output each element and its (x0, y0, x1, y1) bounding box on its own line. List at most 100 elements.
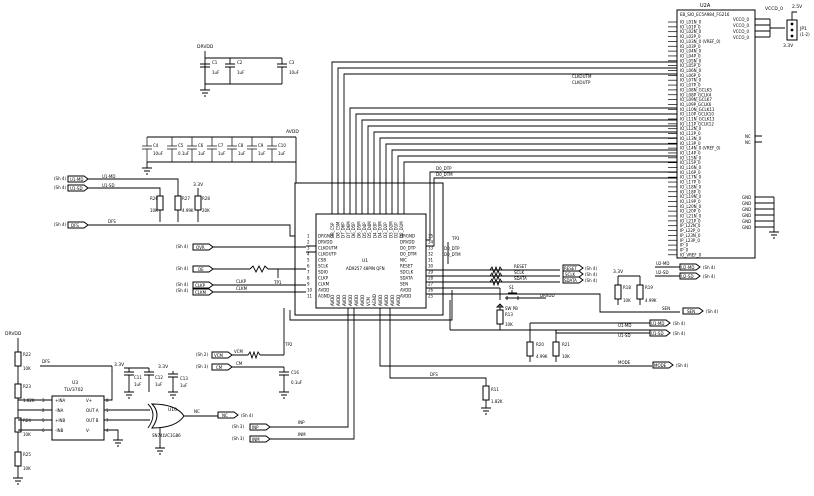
port-nc[interactable] (217, 411, 239, 419)
port-clkm-label: CLKM (195, 290, 207, 295)
u3-right-pin: OUT A (86, 408, 99, 413)
adc-bottom-pin: AVDD (336, 295, 341, 306)
fpga-pin-label: IO_L08N_GCLK5 (680, 87, 712, 92)
fpga-vcco-1: VCCO_0 (733, 17, 749, 22)
port-u1sd-right-label: U1-SD (651, 331, 664, 336)
resistor-r21 (552, 341, 560, 357)
u1-right-wires (529, 322, 650, 334)
adc-right-num: 35 (428, 234, 434, 239)
port-dfs[interactable] (67, 221, 89, 229)
fpga-vcco-3: VCCO_0 (733, 29, 749, 34)
port-sen-label: SEN (687, 309, 695, 314)
res-r19-val: 4.99K (645, 298, 657, 303)
port-clkp[interactable] (192, 281, 214, 289)
port-reset[interactable] (562, 264, 584, 272)
resistor-r11 (482, 385, 490, 401)
net-u1md-r: U1-MD (618, 323, 631, 328)
fpga-pin-label: IO_L13P_0 (680, 141, 701, 146)
port-u1md-label: U1-MD (70, 177, 83, 182)
jumper-25v-wire (791, 11, 797, 20)
port-u1sd[interactable] (67, 184, 89, 192)
port-inm[interactable] (249, 435, 271, 443)
adc-right-pin: D0_DTM (400, 252, 417, 257)
fpga-pin-label: IO_L14P_0 (680, 150, 701, 155)
gnd-r11 (481, 400, 491, 415)
fpga-gnd-label: GND (742, 201, 751, 206)
adc-top-pin: D8_C5M (335, 221, 340, 238)
pushbutton-s1[interactable] (505, 290, 520, 300)
fpga-pin-label: IO_L06P_0 (680, 73, 701, 78)
cap-c11: C11 (134, 375, 142, 380)
adc-right-num: 32 (428, 252, 434, 257)
port-u2sd[interactable] (679, 272, 701, 280)
adc-left-num: 2 (307, 240, 310, 245)
port-inm-label: INM (252, 437, 260, 442)
port-sdata[interactable] (562, 276, 584, 284)
fpga-pin-label: IO_L07N_0 (680, 78, 702, 83)
port-inp[interactable] (249, 423, 271, 431)
avdd-cap-ref: C10 (278, 143, 286, 148)
net-clkoutp: CLKOUTP (572, 80, 591, 85)
res-r22: R22 (23, 352, 31, 357)
port-clkm[interactable] (192, 288, 214, 296)
port-sclk[interactable] (562, 270, 584, 278)
avdd-cap-ref: C7 (218, 143, 224, 148)
fpga-gnd-label: GND (742, 219, 751, 224)
avdd-cap-value: 10uF (153, 151, 164, 156)
adc-left-pin: SCLK (318, 264, 329, 269)
adc-top-pin: D5_D4P (362, 222, 367, 238)
adc-bottom-pin: AVDD (396, 295, 401, 306)
u3-part: TLV3702 (63, 387, 83, 393)
tp-wire (289, 290, 453, 321)
net-u1sd-r: U1-SD (618, 333, 631, 338)
port-u1sd-right[interactable] (649, 329, 671, 337)
port-vcm[interactable] (211, 351, 233, 359)
adc-right-pin: DRVDD (400, 240, 415, 245)
adc-left-num: 5 (307, 258, 310, 263)
fpga-body (676, 9, 756, 259)
port-u1md[interactable] (67, 175, 89, 183)
v33-right: 3.3V (613, 269, 624, 275)
res-r11: R11 (491, 387, 499, 392)
net-cm: CM (236, 361, 243, 366)
fpga-gnd-label: GND (742, 207, 751, 212)
adc-right-num: 25 (428, 294, 434, 299)
fpga-pin-label: IO_L15N_0 (680, 155, 702, 160)
fpga-pin-label: IO_L13N_0 (680, 136, 702, 141)
port-oe[interactable] (192, 265, 214, 273)
port-u1md-right[interactable] (649, 319, 671, 327)
res-r27-val: 4.99K (182, 208, 194, 213)
adc-left-num: 7 (307, 270, 310, 275)
port-cm-label: CM (216, 365, 223, 370)
u10-part: SN74LVC1G86 (152, 433, 181, 438)
u2-wires (617, 266, 680, 305)
port-clkp-label: CLKP (195, 283, 206, 288)
fpga-pin-label: IP_L23N_0 (680, 233, 701, 238)
u3-left-num: 2 (42, 408, 45, 413)
res-r13-val: 10K (505, 322, 513, 327)
fpga-pin-label: IP_0 (680, 243, 689, 248)
sen-wire (426, 293, 680, 313)
fpga-pin-label: IO_L02N_0 (680, 29, 702, 34)
port-cm[interactable] (211, 363, 233, 371)
port-ovr[interactable] (192, 243, 214, 251)
adc-left-pin: SDIO (318, 270, 328, 275)
adc-u1: U1 AD9257 48PIN QFN DRGND1DRVDD2CLKOUTM3… (294, 182, 444, 316)
res-r23: R23 (23, 384, 31, 389)
adc-left-pin: DRVDD (318, 240, 333, 245)
adc-right-pin: AVDD (400, 294, 411, 299)
port-sen[interactable] (682, 307, 704, 315)
port-reset-label: RESET (564, 266, 577, 271)
cap-c16: C16 (291, 370, 299, 375)
oe-wire-2 (268, 268, 306, 278)
fpga-pin-label: IO_L05P_0 (680, 63, 701, 68)
port-u2md[interactable] (679, 263, 701, 271)
u3-ref: U3 (72, 380, 78, 386)
port-mode[interactable] (652, 361, 674, 369)
adc-left-num: 3 (307, 246, 310, 251)
port-ovr-label: OVR (196, 245, 205, 250)
resistor-r25 (14, 451, 22, 467)
adc-top-pin: D3_D2P (383, 222, 388, 238)
